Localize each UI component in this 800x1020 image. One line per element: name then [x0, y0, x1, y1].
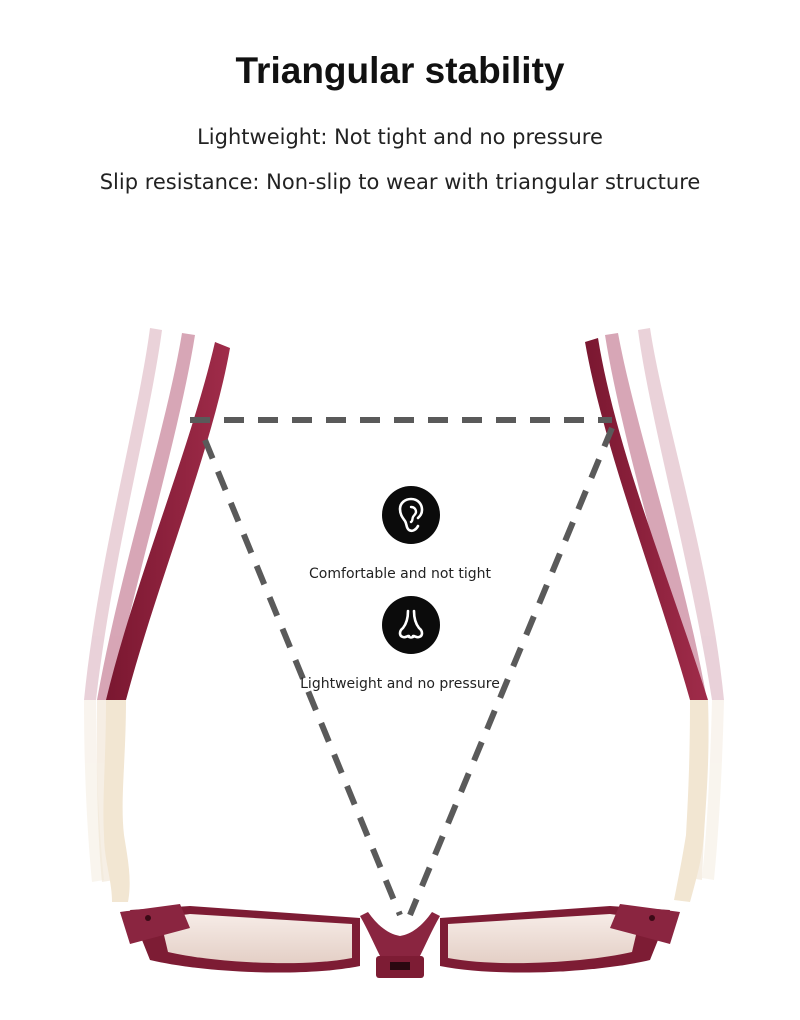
ear-icon	[382, 486, 440, 544]
right-temple-ghost-far	[638, 328, 724, 880]
feature-label-comfortable: Comfortable and not tight	[309, 566, 491, 582]
right-lens-frame	[440, 904, 680, 973]
stability-triangle	[190, 417, 615, 917]
left-temple	[103, 342, 230, 902]
left-lens-frame	[120, 904, 360, 973]
bridge	[360, 912, 440, 978]
subtitle-slip-resistance: Slip resistance: Non-slip to wear with t…	[99, 170, 701, 194]
nose-icon	[382, 596, 440, 654]
feature-label-lightweight: Lightweight and no pressure	[300, 676, 500, 692]
page-title: Triangular stability	[235, 50, 565, 91]
subtitle-lightweight: Lightweight: Not tight and no pressure	[197, 125, 603, 149]
right-temple	[585, 338, 709, 902]
